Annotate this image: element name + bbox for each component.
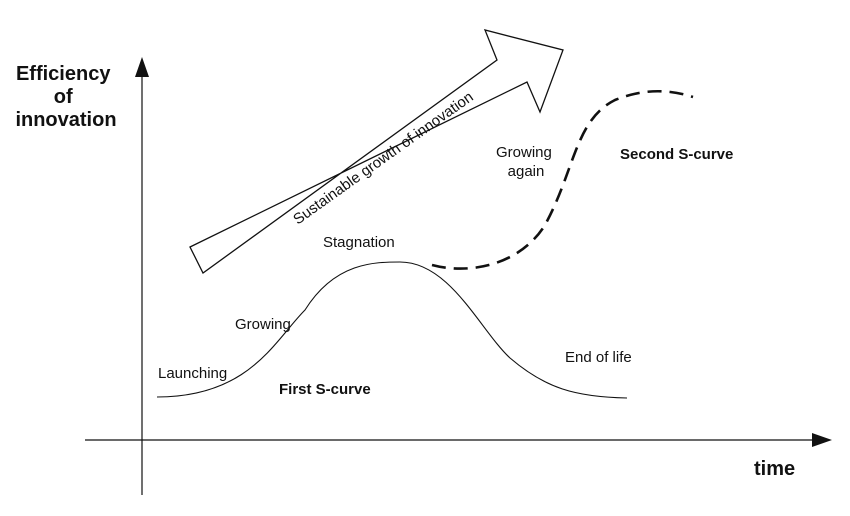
label-growing-again-line-1: Growing	[496, 144, 552, 161]
y-axis-title-line-1: Efficiency	[16, 63, 111, 85]
x-axis-arrowhead	[812, 433, 832, 447]
label-stagnation: Stagnation	[323, 234, 395, 251]
label-first-s-curve: First S-curve	[279, 381, 371, 398]
y-axis	[135, 57, 149, 495]
label-second-s-curve: Second S-curve	[620, 146, 733, 163]
y-axis-title: Efficiency of innovation	[15, 63, 116, 131]
first-s-curve-line	[156, 261, 628, 399]
y-axis-title-line-2: of	[54, 86, 73, 108]
sustainable-growth-arrow	[189, 29, 564, 274]
y-axis-arrowhead	[135, 57, 149, 77]
label-launching: Launching	[158, 365, 227, 382]
label-end-of-life: End of life	[565, 349, 632, 366]
label-growing: Growing	[235, 316, 291, 333]
x-axis-title: time	[754, 458, 795, 480]
x-axis	[85, 433, 832, 447]
label-growing-again-line-2: again	[508, 163, 545, 180]
y-axis-title-line-3: innovation	[15, 109, 116, 131]
label-growing-again: Growing again	[496, 144, 556, 180]
second-s-curve-line	[431, 89, 694, 270]
sustainable-growth-arrow-label: Sustainable growth of innovation	[290, 88, 476, 228]
